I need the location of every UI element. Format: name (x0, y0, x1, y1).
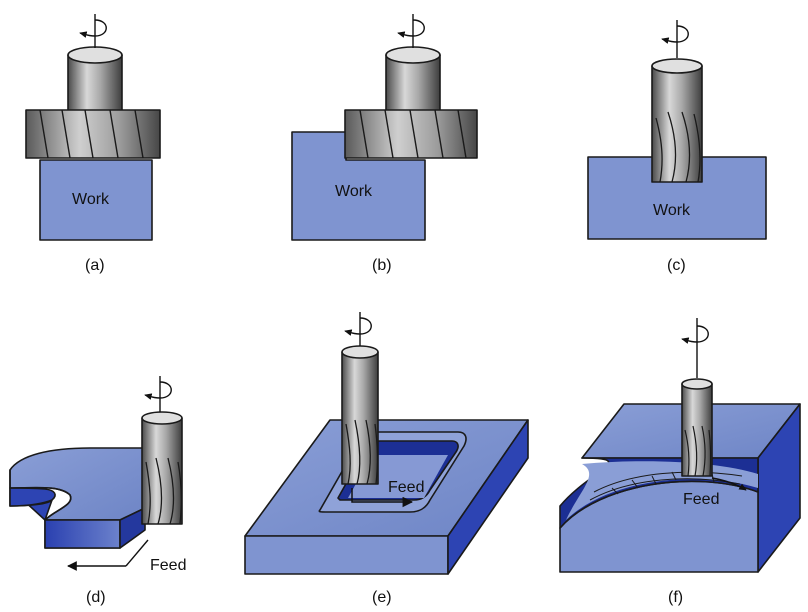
rotation-arrow-icon (344, 312, 372, 346)
workpiece-left-edge (9, 469, 56, 507)
work-label: Work (653, 202, 691, 219)
panel-caption: (a) (85, 257, 105, 274)
panel-b: Work (b) (291, 14, 478, 274)
work-label: Work (335, 183, 373, 200)
feed-label: Feed (150, 557, 186, 574)
rotation-arrow-icon (397, 14, 425, 48)
workpiece-front (244, 535, 449, 575)
feed-arrow-icon (711, 477, 747, 491)
end-mill-flutes (655, 111, 701, 183)
shaft-end (67, 46, 123, 64)
rotation-arrow-icon (681, 318, 709, 378)
rotation-arrow-icon (79, 14, 107, 48)
rotation-arrow-icon (144, 376, 172, 412)
panel-e: Feed (e) (244, 312, 529, 606)
cutter-teeth (39, 109, 144, 159)
feed-arrow-icon (351, 488, 414, 508)
spindle-shaft (385, 54, 441, 112)
panel-caption: (b) (372, 257, 392, 274)
shaft-end (141, 411, 183, 425)
feed-label: Feed (683, 491, 719, 508)
spindle-shaft (67, 54, 123, 112)
shaft-end (681, 378, 713, 390)
end-mill-body (141, 417, 183, 525)
workpiece-right (119, 507, 146, 549)
panel-c: Work (c) (587, 20, 767, 274)
shaft-end (385, 46, 441, 64)
panel-f: Feed (f) (559, 318, 801, 606)
end-mill-flutes (684, 425, 712, 477)
panel-caption: (e) (372, 589, 392, 606)
workpiece-front (44, 519, 121, 549)
feed-label: Feed (388, 479, 424, 496)
panel-d: Feed (d) (9, 376, 186, 606)
panel-caption: (c) (667, 257, 686, 274)
panel-caption: (f) (668, 589, 683, 606)
cutter-teeth (359, 109, 467, 159)
end-mill-body (651, 65, 703, 183)
rotation-arrow-icon (661, 20, 689, 58)
end-mill-flutes (145, 457, 182, 525)
panel-a: Work (a) (25, 14, 161, 274)
shaft-end (651, 58, 703, 74)
workpiece-right (447, 419, 529, 575)
workpiece (39, 159, 153, 241)
workpiece-top (9, 447, 146, 521)
feed-arrow-icon (67, 539, 149, 571)
end-mill-flutes (345, 419, 379, 485)
work-label: Work (72, 191, 110, 208)
panel-caption: (d) (86, 589, 106, 606)
shaft-end (341, 345, 379, 359)
